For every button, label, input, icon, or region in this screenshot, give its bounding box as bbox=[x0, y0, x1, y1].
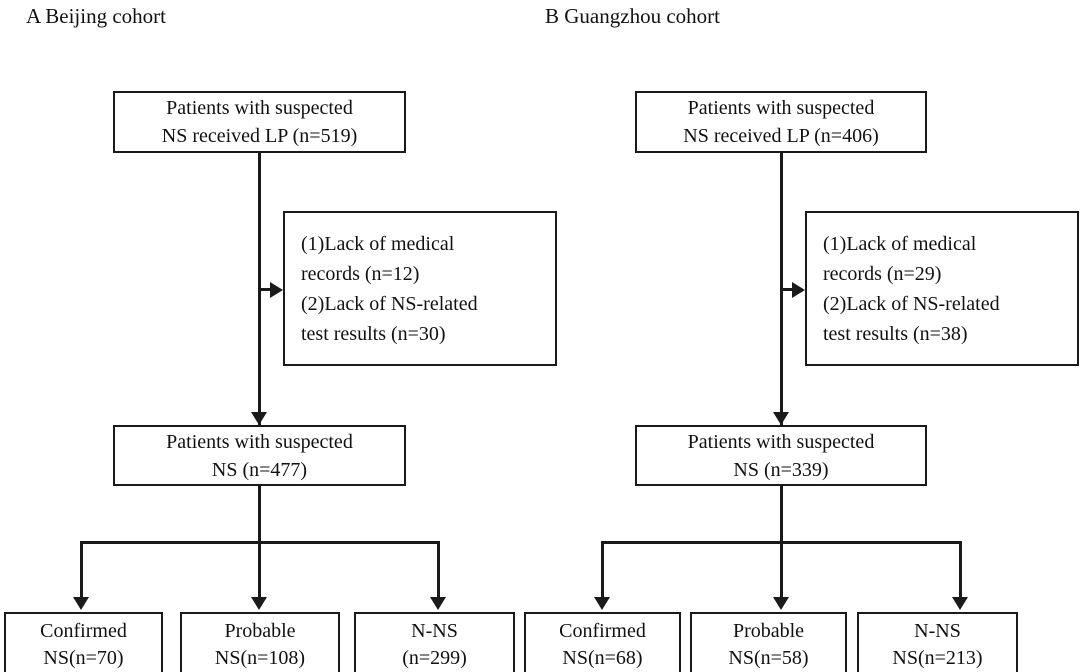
panel-a-exclusion-connector bbox=[258, 288, 275, 291]
panel-b-exclusion-line1: (1)Lack of medical bbox=[823, 232, 977, 255]
panel-b-outcome-1-line2: NS(n=68) bbox=[562, 647, 643, 669]
panel-b-title: B Guangzhou cohort bbox=[545, 4, 720, 28]
panel-b-outcome-arrowhead-2 bbox=[773, 597, 789, 610]
panel-b-split-stem bbox=[780, 486, 783, 543]
panel-b-outcome-1-line1: Confirmed bbox=[559, 620, 646, 642]
panel-a-exclusion-line3: (2)Lack of NS-related bbox=[301, 292, 478, 315]
panel-b-outcome-box-probable: Probable NS(n=58) bbox=[690, 612, 847, 672]
panel-b-exclusion-box: (1)Lack of medical records (n=29) (2)Lac… bbox=[805, 211, 1079, 366]
panel-a-exclusion-box: (1)Lack of medical records (n=12) (2)Lac… bbox=[283, 211, 557, 366]
panel-a-title: A Beijing cohort bbox=[26, 4, 166, 28]
panel-b-main-trunk bbox=[780, 153, 783, 428]
panel-a-enrolled-line1: Patients with suspected bbox=[166, 97, 353, 119]
panel-b-included-box: Patients with suspected NS (n=339) bbox=[635, 425, 927, 486]
panel-a-trunk-arrowhead bbox=[251, 412, 267, 425]
panel-a-outcome-arrowhead-1 bbox=[73, 597, 89, 610]
panel-b-split-leg-2 bbox=[780, 541, 783, 599]
panel-b-included-line2: NS (n=339) bbox=[733, 458, 829, 481]
panel-a-main-trunk bbox=[258, 153, 261, 428]
panel-a-split-leg-2 bbox=[258, 541, 261, 599]
panel-a-included-line1: Patients with suspected bbox=[166, 430, 353, 453]
panel-a-included-box: Patients with suspected NS (n=477) bbox=[113, 425, 406, 486]
panel-a-outcome-arrowhead-2 bbox=[251, 597, 267, 610]
panel-b-exclusion-line4: test results (n=38) bbox=[823, 322, 968, 345]
panel-a-exclusion-line2: records (n=12) bbox=[301, 262, 420, 285]
panel-a-included-line2: NS (n=477) bbox=[211, 458, 308, 481]
panel-b-split-leg-3 bbox=[959, 541, 962, 599]
panel-b-trunk-arrowhead bbox=[773, 412, 789, 425]
panel-b-outcome-2-line2: NS(n=58) bbox=[728, 647, 809, 669]
panel-b-outcome-3-line2: NS(n=213) bbox=[892, 647, 983, 669]
panel-a-enrolled-box: Patients with suspected NS received LP (… bbox=[113, 91, 406, 153]
panel-a-split-leg-1 bbox=[80, 541, 83, 599]
panel-b-outcome-box-n-ns: N-NS NS(n=213) bbox=[857, 612, 1018, 672]
panel-b-exclusion-arrowhead bbox=[792, 282, 805, 298]
panel-b-exclusion-connector bbox=[780, 288, 797, 291]
panel-a-split-leg-3 bbox=[437, 541, 440, 599]
panel-b-outcome-box-confirmed: Confirmed NS(n=68) bbox=[524, 612, 681, 672]
panel-b-exclusion-line3: (2)Lack of NS-related bbox=[823, 292, 1000, 315]
panel-a-exclusion-line4: test results (n=30) bbox=[301, 322, 446, 345]
panel-a-outcome-1-line2: NS(n=70) bbox=[43, 647, 124, 669]
panel-a-outcome-3-line2: (n=299) bbox=[402, 647, 467, 669]
panel-a-outcome-box-n-ns: N-NS (n=299) bbox=[354, 612, 515, 672]
panel-a-split-stem bbox=[258, 486, 261, 543]
panel-a-exclusion-arrowhead bbox=[270, 282, 283, 298]
panel-b-exclusion-line2: records (n=29) bbox=[823, 262, 942, 285]
panel-a-outcome-2-line2: NS(n=108) bbox=[214, 647, 306, 669]
panel-b-split-leg-1 bbox=[601, 541, 604, 599]
panel-b-enrolled-box: Patients with suspected NS received LP (… bbox=[635, 91, 927, 153]
panel-a-outcome-2-line1: Probable bbox=[224, 620, 296, 642]
panel-a-outcome-1-line1: Confirmed bbox=[40, 620, 127, 642]
panel-a-outcome-box-confirmed: Confirmed NS(n=70) bbox=[4, 612, 163, 672]
panel-b-outcome-3-line1: N-NS bbox=[914, 620, 961, 642]
panel-a-outcome-arrowhead-3 bbox=[430, 597, 446, 610]
panel-b-outcome-2-line1: Probable bbox=[732, 620, 805, 642]
panel-a-enrolled-line2: NS received LP (n=519) bbox=[161, 125, 358, 147]
panel-b-included-line1: Patients with suspected bbox=[687, 430, 875, 453]
panel-a-outcome-3-line1: N-NS bbox=[411, 620, 458, 642]
panel-a-outcome-box-probable: Probable NS(n=108) bbox=[180, 612, 340, 672]
panel-a-exclusion-line1: (1)Lack of medical bbox=[301, 232, 455, 255]
panel-b-outcome-arrowhead-3 bbox=[952, 597, 968, 610]
panel-b-enrolled-line2: NS received LP (n=406) bbox=[683, 125, 879, 147]
panel-b-outcome-arrowhead-1 bbox=[594, 597, 610, 610]
panel-b-enrolled-line1: Patients with suspected bbox=[687, 97, 875, 119]
